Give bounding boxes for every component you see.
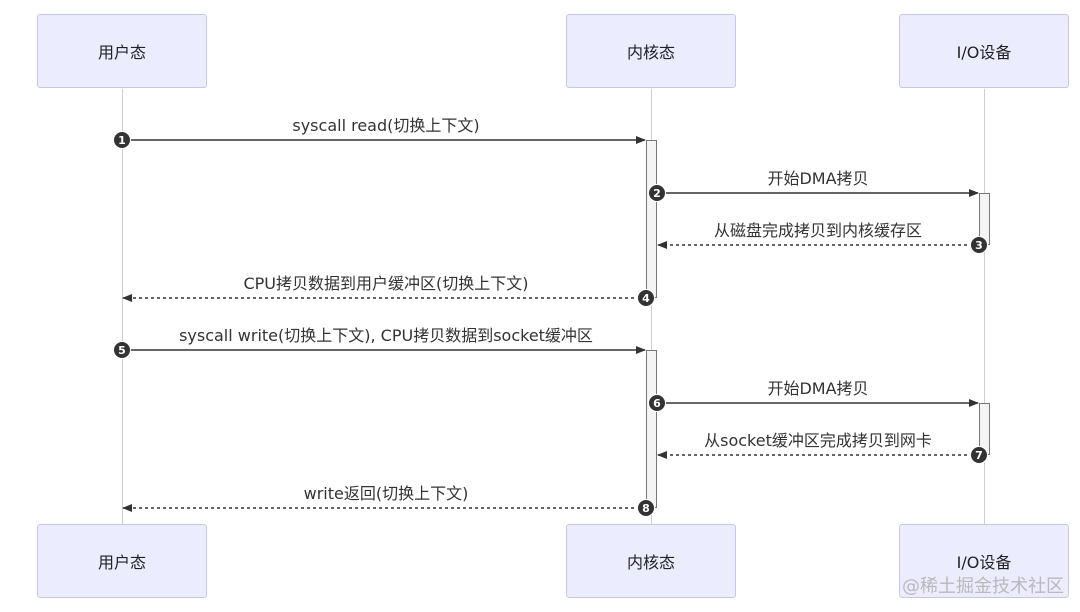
message-label-3: 从磁盘完成拷贝到内核缓存区 <box>713 221 923 240</box>
actor-io-bottom: I/O设备 <box>899 524 1069 598</box>
actor-kernel-top: 内核态 <box>566 14 736 88</box>
message-label-6: 开始DMA拷贝 <box>767 379 869 398</box>
message-label-4: CPU拷贝数据到用户缓冲区(切换上下文) <box>243 274 529 293</box>
sequence-badge-3: 3 <box>970 236 988 254</box>
actor-user-top: 用户态 <box>37 14 207 88</box>
actor-label: 内核态 <box>626 43 675 62</box>
message-label-8: write返回(切换上下文) <box>303 484 469 503</box>
sequence-badge-4: 4 <box>637 289 655 307</box>
sequence-badge-8: 8 <box>637 499 655 517</box>
actor-io-top: I/O设备 <box>899 14 1069 88</box>
message-label-1: syscall read(切换上下文) <box>292 116 480 135</box>
sequence-badge-7: 7 <box>970 446 988 464</box>
watermark: @稀土掘金技术社区 <box>902 576 1064 597</box>
lifeline-user <box>122 89 123 526</box>
actor-label: I/O设备 <box>956 553 1012 572</box>
sequence-badge-5: 5 <box>113 341 131 359</box>
lifeline-kernel <box>651 89 652 526</box>
actor-label: 用户态 <box>97 553 146 572</box>
sequence-badge-2: 2 <box>648 184 666 202</box>
sequence-badge-6: 6 <box>648 394 666 412</box>
message-label-5: syscall write(切换上下文), CPU拷贝数据到socket缓冲区 <box>179 326 593 345</box>
actor-label: I/O设备 <box>956 43 1012 62</box>
sequence-badge-1: 1 <box>113 131 131 149</box>
actor-label: 用户态 <box>97 43 146 62</box>
actor-label: 内核态 <box>626 553 675 572</box>
message-label-2: 开始DMA拷贝 <box>767 169 869 188</box>
lifeline-io <box>984 89 985 526</box>
actor-kernel-bottom: 内核态 <box>566 524 736 598</box>
actor-user-bottom: 用户态 <box>37 524 207 598</box>
message-label-7: 从socket缓冲区完成拷贝到网卡 <box>704 431 932 450</box>
